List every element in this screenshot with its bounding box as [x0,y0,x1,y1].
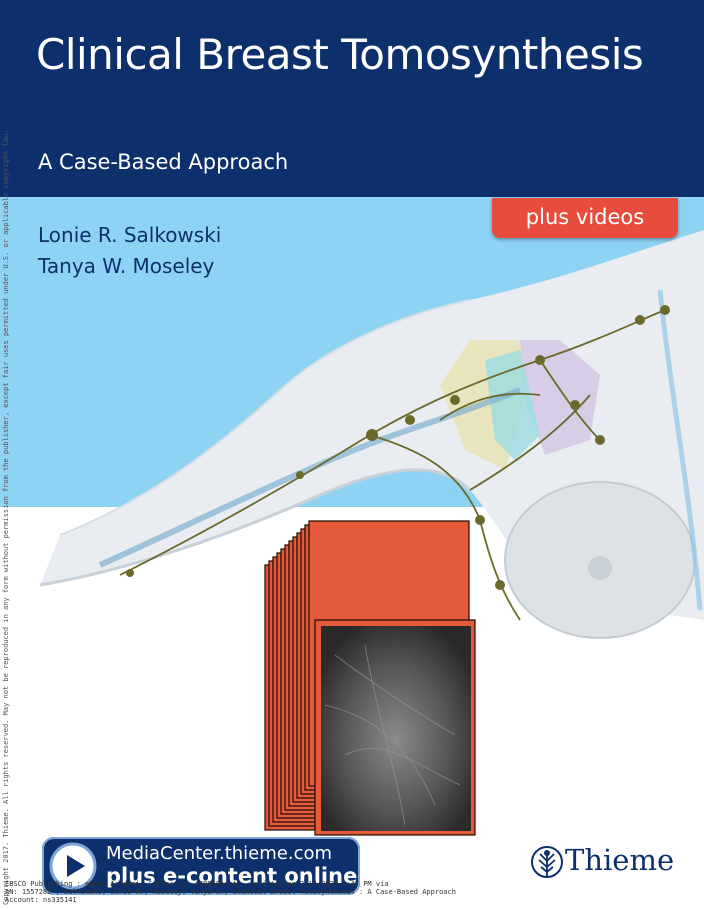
cover-header: Clinical Breast Tomosynthesis A Case-Bas… [0,0,704,197]
media-center-url[interactable]: MediaCenter.thieme.com [106,843,333,864]
author-list: Lonie R. Salkowski Tanya W. Moseley [38,220,221,282]
footer-line: Account: ns335141 [5,896,77,904]
play-icon[interactable] [48,841,98,891]
media-center-tagline: plus e-content online [106,864,358,888]
book-subtitle: A Case-Based Approach [38,150,289,174]
plus-videos-badge: plus videos [492,198,678,238]
author-name: Tanya W. Moseley [38,254,215,278]
publisher-name: Thieme [565,843,675,877]
copyright-watermark: Copyright 2017. Thieme. All rights reser… [2,129,10,905]
author-name: Lonie R. Salkowski [38,223,222,247]
footer-line: EBSCO Publishing : eBook Academic Collec… [5,880,389,888]
thieme-tree-logo [531,846,563,878]
anatomy-illustration [39,230,704,639]
tomosynthesis-slices-graphic [264,520,476,836]
book-title: Clinical Breast Tomosynthesis [36,30,644,79]
footer-line: AN: 1557282 ; Salkowski, Lonie R., Mosel… [5,888,456,896]
ebsco-footer: EBSCO Publishing : eBook Academic Collec… [5,880,456,904]
